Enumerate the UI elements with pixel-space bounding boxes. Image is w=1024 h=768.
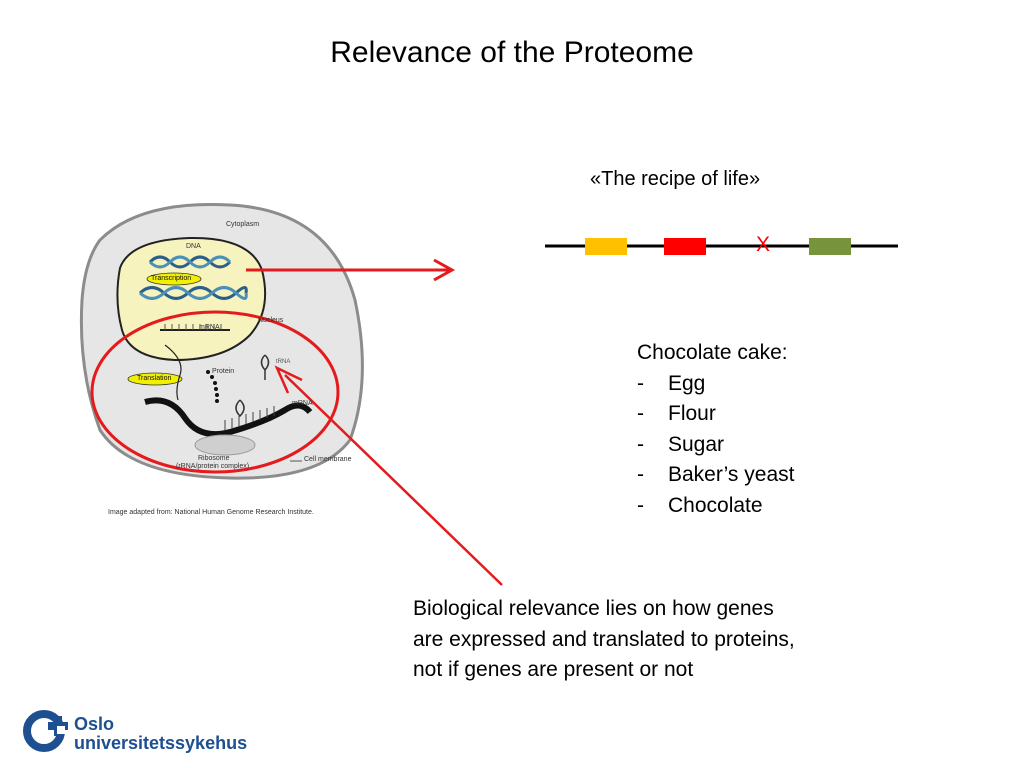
highlight-circle bbox=[90, 310, 340, 474]
ribosome-shape bbox=[194, 434, 256, 456]
translation-label-bubble bbox=[127, 372, 183, 386]
list-item: -Flour bbox=[637, 402, 716, 425]
trna-label: tRNA bbox=[276, 359, 291, 365]
list-item: -Sugar bbox=[637, 432, 725, 456]
logo-mark bbox=[23, 710, 68, 752]
logo-subtitle: universitetssykehus bbox=[74, 733, 248, 753]
ingredient-list: Chocolate cake: -Egg -Flour -Sugar -Bake… bbox=[637, 338, 794, 521]
translation-label: Translation bbox=[137, 375, 172, 382]
recipe-title: «The recipe of life» bbox=[590, 168, 761, 190]
gene-red bbox=[664, 238, 706, 255]
mrna2-label: mRNA bbox=[292, 400, 313, 407]
image-credit: Image adapted from: National Human Genom… bbox=[108, 509, 314, 516]
dna-label: DNA bbox=[186, 243, 201, 250]
transcription-label-bubble bbox=[146, 272, 202, 286]
cell-diagram bbox=[79, 202, 364, 480]
protein-label: Protein bbox=[212, 368, 235, 375]
transcription-label: Transcription bbox=[151, 275, 192, 282]
missing-gene-mark: X bbox=[756, 233, 771, 256]
arrow-from-text bbox=[274, 365, 503, 586]
ribosome-sub-label: (rRNA/protein complex) bbox=[176, 463, 250, 470]
gene-line bbox=[545, 238, 898, 255]
cytoplasm-label: Cytoplasm bbox=[226, 221, 260, 228]
slide-title: Relevance of the Proteome bbox=[330, 36, 694, 69]
arrow-to-recipe bbox=[246, 258, 456, 282]
gene-green bbox=[809, 238, 851, 255]
logo-name: Oslo bbox=[74, 714, 115, 734]
gene-yellow bbox=[585, 238, 627, 255]
cell-membrane-label: Cell membrane bbox=[304, 456, 352, 463]
mrna-label: mRNA bbox=[199, 324, 220, 331]
nucleus-label: Nucleus bbox=[258, 317, 284, 324]
list-item: -Egg bbox=[637, 371, 706, 395]
list-heading: Chocolate cake: bbox=[637, 341, 788, 364]
list-item: -Baker’s yeast bbox=[637, 463, 795, 486]
list-item: -Chocolate bbox=[637, 493, 763, 517]
bio-relevance-text: Biological relevance lies on how genes a… bbox=[413, 597, 795, 681]
ribosome-label: Ribosome bbox=[198, 455, 230, 462]
